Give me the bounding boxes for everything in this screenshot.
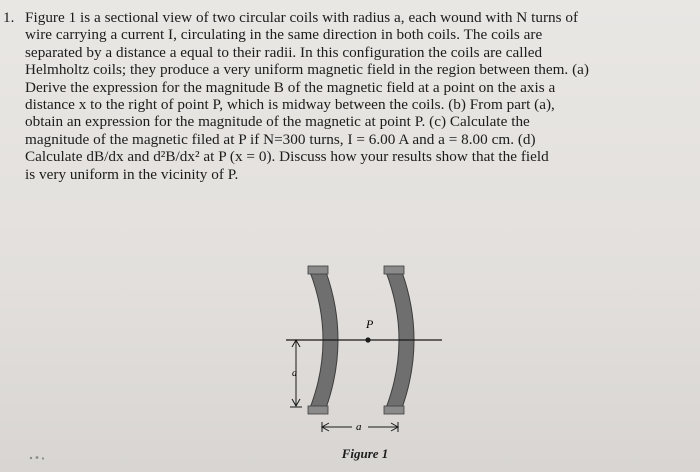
left-coil-bottom-cap — [307, 405, 329, 415]
left-coil-top-cap — [307, 265, 329, 275]
radius-arrow-top-head — [291, 338, 301, 348]
problem-line-10: is very uniform in the vicinity of P. — [25, 165, 239, 183]
right-coil-bottom-cap — [383, 405, 405, 415]
problem-line-5: Derive the expression for the magnitude … — [25, 78, 556, 96]
helmholtz-coil-figure: P a a — [286, 265, 442, 433]
problem-line-2: wire carrying a current I, circulating i… — [25, 26, 543, 44]
problem-line-8: magnitude of the magnetic filed at P if … — [25, 130, 536, 148]
problem-line-9: Calculate dB/dx and d²B/dx² at P (x = 0)… — [25, 148, 549, 166]
problem-line-3: separated by a distance a equal to their… — [25, 43, 543, 61]
page-smudge-dots — [29, 456, 45, 460]
problem-line-6: distance x to the right of point P, whic… — [25, 96, 555, 114]
radius-arrow-bottom-head — [291, 398, 301, 408]
radius-label: a — [292, 368, 297, 379]
point-p-label: P — [365, 317, 374, 331]
separation-right-head — [390, 422, 400, 432]
separation-label: a — [356, 421, 362, 433]
problem-line-text: Figure 1 is a sectional view of two circ… — [25, 9, 579, 26]
right-coil-top-cap — [383, 265, 405, 275]
problem-line-4: Helmholtz coils; they produce a very uni… — [25, 61, 589, 79]
problem-line-1: 1. Figure 1 is a sectional view of two ci… — [3, 9, 690, 26]
separation-left-head — [320, 422, 330, 432]
figure-caption: Figure 1 — [341, 446, 389, 461]
problem-line-7: obtain an expression for the magnitude o… — [25, 113, 530, 131]
problem-number: 1. — [3, 9, 15, 26]
problem-statement: 1. Figure 1 is a sectional view of two ci… — [3, 9, 690, 183]
point-p-dot — [365, 337, 371, 343]
